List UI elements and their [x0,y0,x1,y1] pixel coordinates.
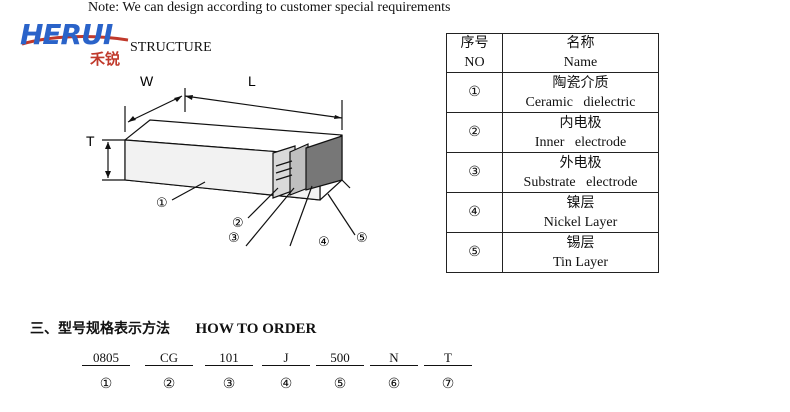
callout-3: ③ [228,231,240,246]
company-logo: HERUI 禾锐 [20,14,130,72]
order-number-3: ③ [222,377,236,392]
callout-1: ① [156,196,168,211]
table-row: ⑤ 锡层 Tin Layer [446,232,659,273]
row-number: ⑤ [446,232,503,273]
row-name-cn: 锡层 [566,235,595,251]
row-number: ② [446,112,503,153]
order-code-1: 0805 [82,350,130,366]
order-number-2: ② [162,377,176,392]
table-row: ② 内电极 Inner electrode [446,112,659,153]
row-name-cn: 镍层 [566,195,595,211]
order-title-en: HOW TO ORDER [195,321,317,337]
row-name-cell: 外电极 Substrate electrode [502,152,659,193]
order-number-6: ⑥ [387,377,401,392]
row-name-cn: 外电极 [559,155,602,171]
table-row: ④ 镍层 Nickel Layer [446,192,659,233]
order-number-5: ⑤ [333,377,347,392]
table-row: ③ 外电极 Substrate electrode [446,152,659,193]
dimension-w-label: W [140,73,154,89]
header-no-en: NO [464,55,485,70]
order-number-4: ④ [279,377,293,392]
order-code-3: 101 [205,350,253,366]
dimension-t-label: T [86,133,95,149]
chip-structure-diagram: W L T ① ② ③ ④ ⑤ [86,73,368,250]
order-code-2: CG [145,350,193,366]
header-name-cell: 名称 Name [502,33,659,73]
header-no-cell: 序号 NO [446,33,503,73]
order-number-7: ⑦ [441,377,455,392]
row-number: ④ [446,192,503,233]
logo-chinese-name: 禾锐 [90,50,121,68]
row-name-cn: 内电极 [559,115,602,131]
row-name-en: Ceramic dielectric [525,94,636,110]
callout-4: ④ [318,235,330,250]
row-name-cell: 陶瓷介质 Ceramic dielectric [502,72,659,113]
structure-table: 序号 NO 名称 Name ① 陶瓷介质 Ceramic dielectric … [446,33,659,273]
table-header-row: 序号 NO 名称 Name [446,33,659,73]
logo-wordmark: HERUI [20,18,113,51]
row-name-en: Inner electrode [534,134,627,150]
table-row: ① 陶瓷介质 Ceramic dielectric [446,72,659,113]
structure-heading: STRUCTURE [130,40,212,55]
row-number: ③ [446,152,503,193]
order-code-4: J [262,350,310,366]
how-to-order-heading: 三、型号规格表示方法 HOW TO ORDER [30,318,316,338]
order-title-cn: 三、型号规格表示方法 [30,321,170,337]
row-name-cell: 内电极 Inner electrode [502,112,659,153]
dimension-l-label: L [248,73,256,89]
order-number-1: ① [99,377,113,392]
callout-2: ② [232,216,244,231]
row-name-cell: 镍层 Nickel Layer [502,192,659,233]
callout-5: ⑤ [356,231,368,246]
row-name-en: Substrate electrode [523,174,638,190]
header-no-cn: 序号 [460,36,489,51]
row-name-en: Nickel Layer [543,214,618,230]
row-name-cn: 陶瓷介质 [552,75,609,91]
row-name-en: Tin Layer [552,254,609,270]
order-code-5: 500 [316,350,364,366]
note-text: Note: We can design according to custome… [88,0,451,15]
row-name-cell: 锡层 Tin Layer [502,232,659,273]
row-number: ① [446,72,503,113]
header-name-en: Name [563,55,598,70]
order-code-7: T [424,350,472,366]
header-name-cn: 名称 [566,36,595,51]
order-code-6: N [370,350,418,366]
